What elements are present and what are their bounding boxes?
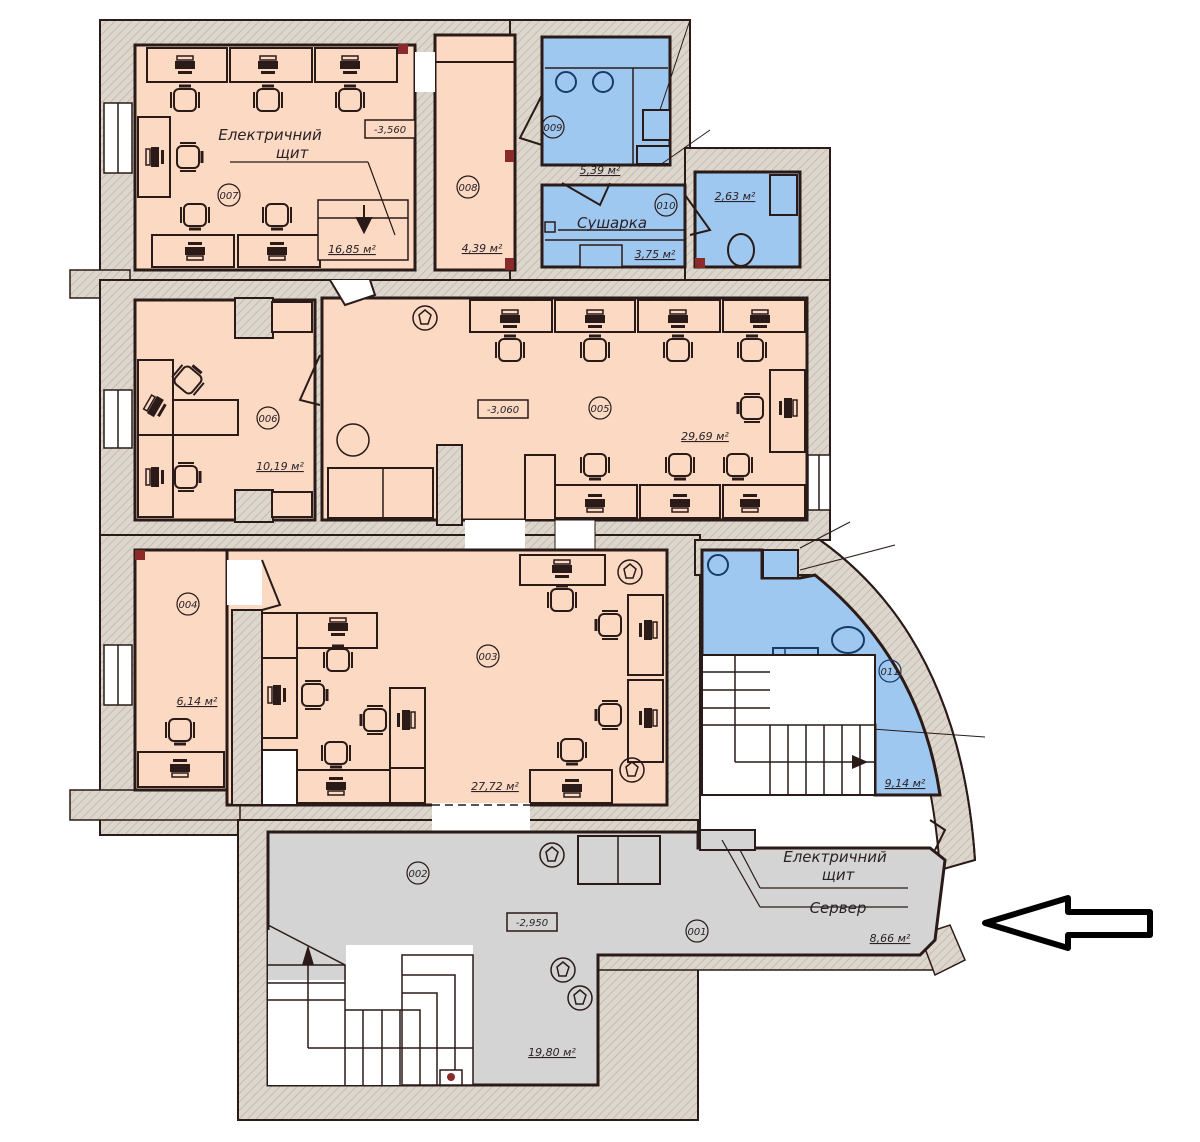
room-009-area: 5,39 м²	[580, 164, 621, 177]
room-003-number: 003	[478, 652, 497, 663]
room-008-number: 008	[458, 183, 477, 194]
room-003: 003 27,72 м²	[225, 548, 669, 831]
room-007: -3,560 Електричний щит 007 16,85 м²	[133, 43, 417, 272]
room-009: 009 5,39 м²	[518, 19, 711, 177]
room-010-area: 3,75 м²	[635, 248, 676, 261]
dryer-label: Сушарка	[577, 214, 647, 232]
room-002-level: -2,950	[516, 918, 548, 929]
electric-panel-label-bottom-1: Електричний	[783, 848, 887, 866]
room-002-area: 19,80 м²	[528, 1046, 576, 1059]
entrance-arrow-icon	[982, 895, 1153, 951]
room-010: Сушарка 010 3,75 м²	[540, 182, 687, 269]
room-006-number: 006	[258, 414, 277, 425]
room-wc-area: 2,63 м²	[715, 190, 756, 203]
room-005-level: -3,060	[487, 405, 519, 416]
electric-panel-label-top-2: щит	[276, 144, 310, 162]
room-005-number: 005	[590, 404, 609, 415]
room-004-area: 6,14 м²	[177, 695, 218, 708]
room-009-number: 009	[543, 123, 562, 134]
room-004-number: 004	[178, 600, 197, 611]
electric-panel-label-bottom-2: щит	[822, 866, 856, 884]
room-005: -3,060 005 29,69 м²	[320, 279, 809, 551]
windows	[103, 102, 831, 706]
room-007-number: 007	[219, 191, 239, 202]
staircase-lower	[267, 924, 474, 1086]
room-001-number: 001	[687, 927, 706, 938]
room-008-area: 4,39 м²	[462, 242, 503, 255]
room-004: 004 6,14 м²	[133, 548, 229, 792]
room-011-area: 9,14 м²	[885, 777, 926, 790]
room-008: 008 4,39 м²	[415, 33, 517, 272]
room-001-area: 8,66 м²	[870, 932, 911, 945]
server-label: Сервер	[810, 899, 867, 917]
room-wc: 2,63 м²	[684, 170, 802, 269]
room-011-number: 011	[880, 667, 899, 678]
room-006: 006 10,19 м²	[133, 297, 321, 523]
room-010-number: 010	[656, 201, 675, 212]
room-007-level: -3,560	[374, 125, 406, 136]
room-007-area: 16,85 м²	[328, 243, 376, 256]
room-006-area: 10,19 м²	[256, 460, 304, 473]
room-003-area: 27,72 м²	[471, 780, 519, 793]
room-002-number: 002	[408, 869, 427, 880]
electric-panel-label-top-1: Електричний	[218, 126, 322, 144]
room-005-area: 29,69 м²	[681, 430, 729, 443]
staircase-upper	[701, 654, 876, 796]
